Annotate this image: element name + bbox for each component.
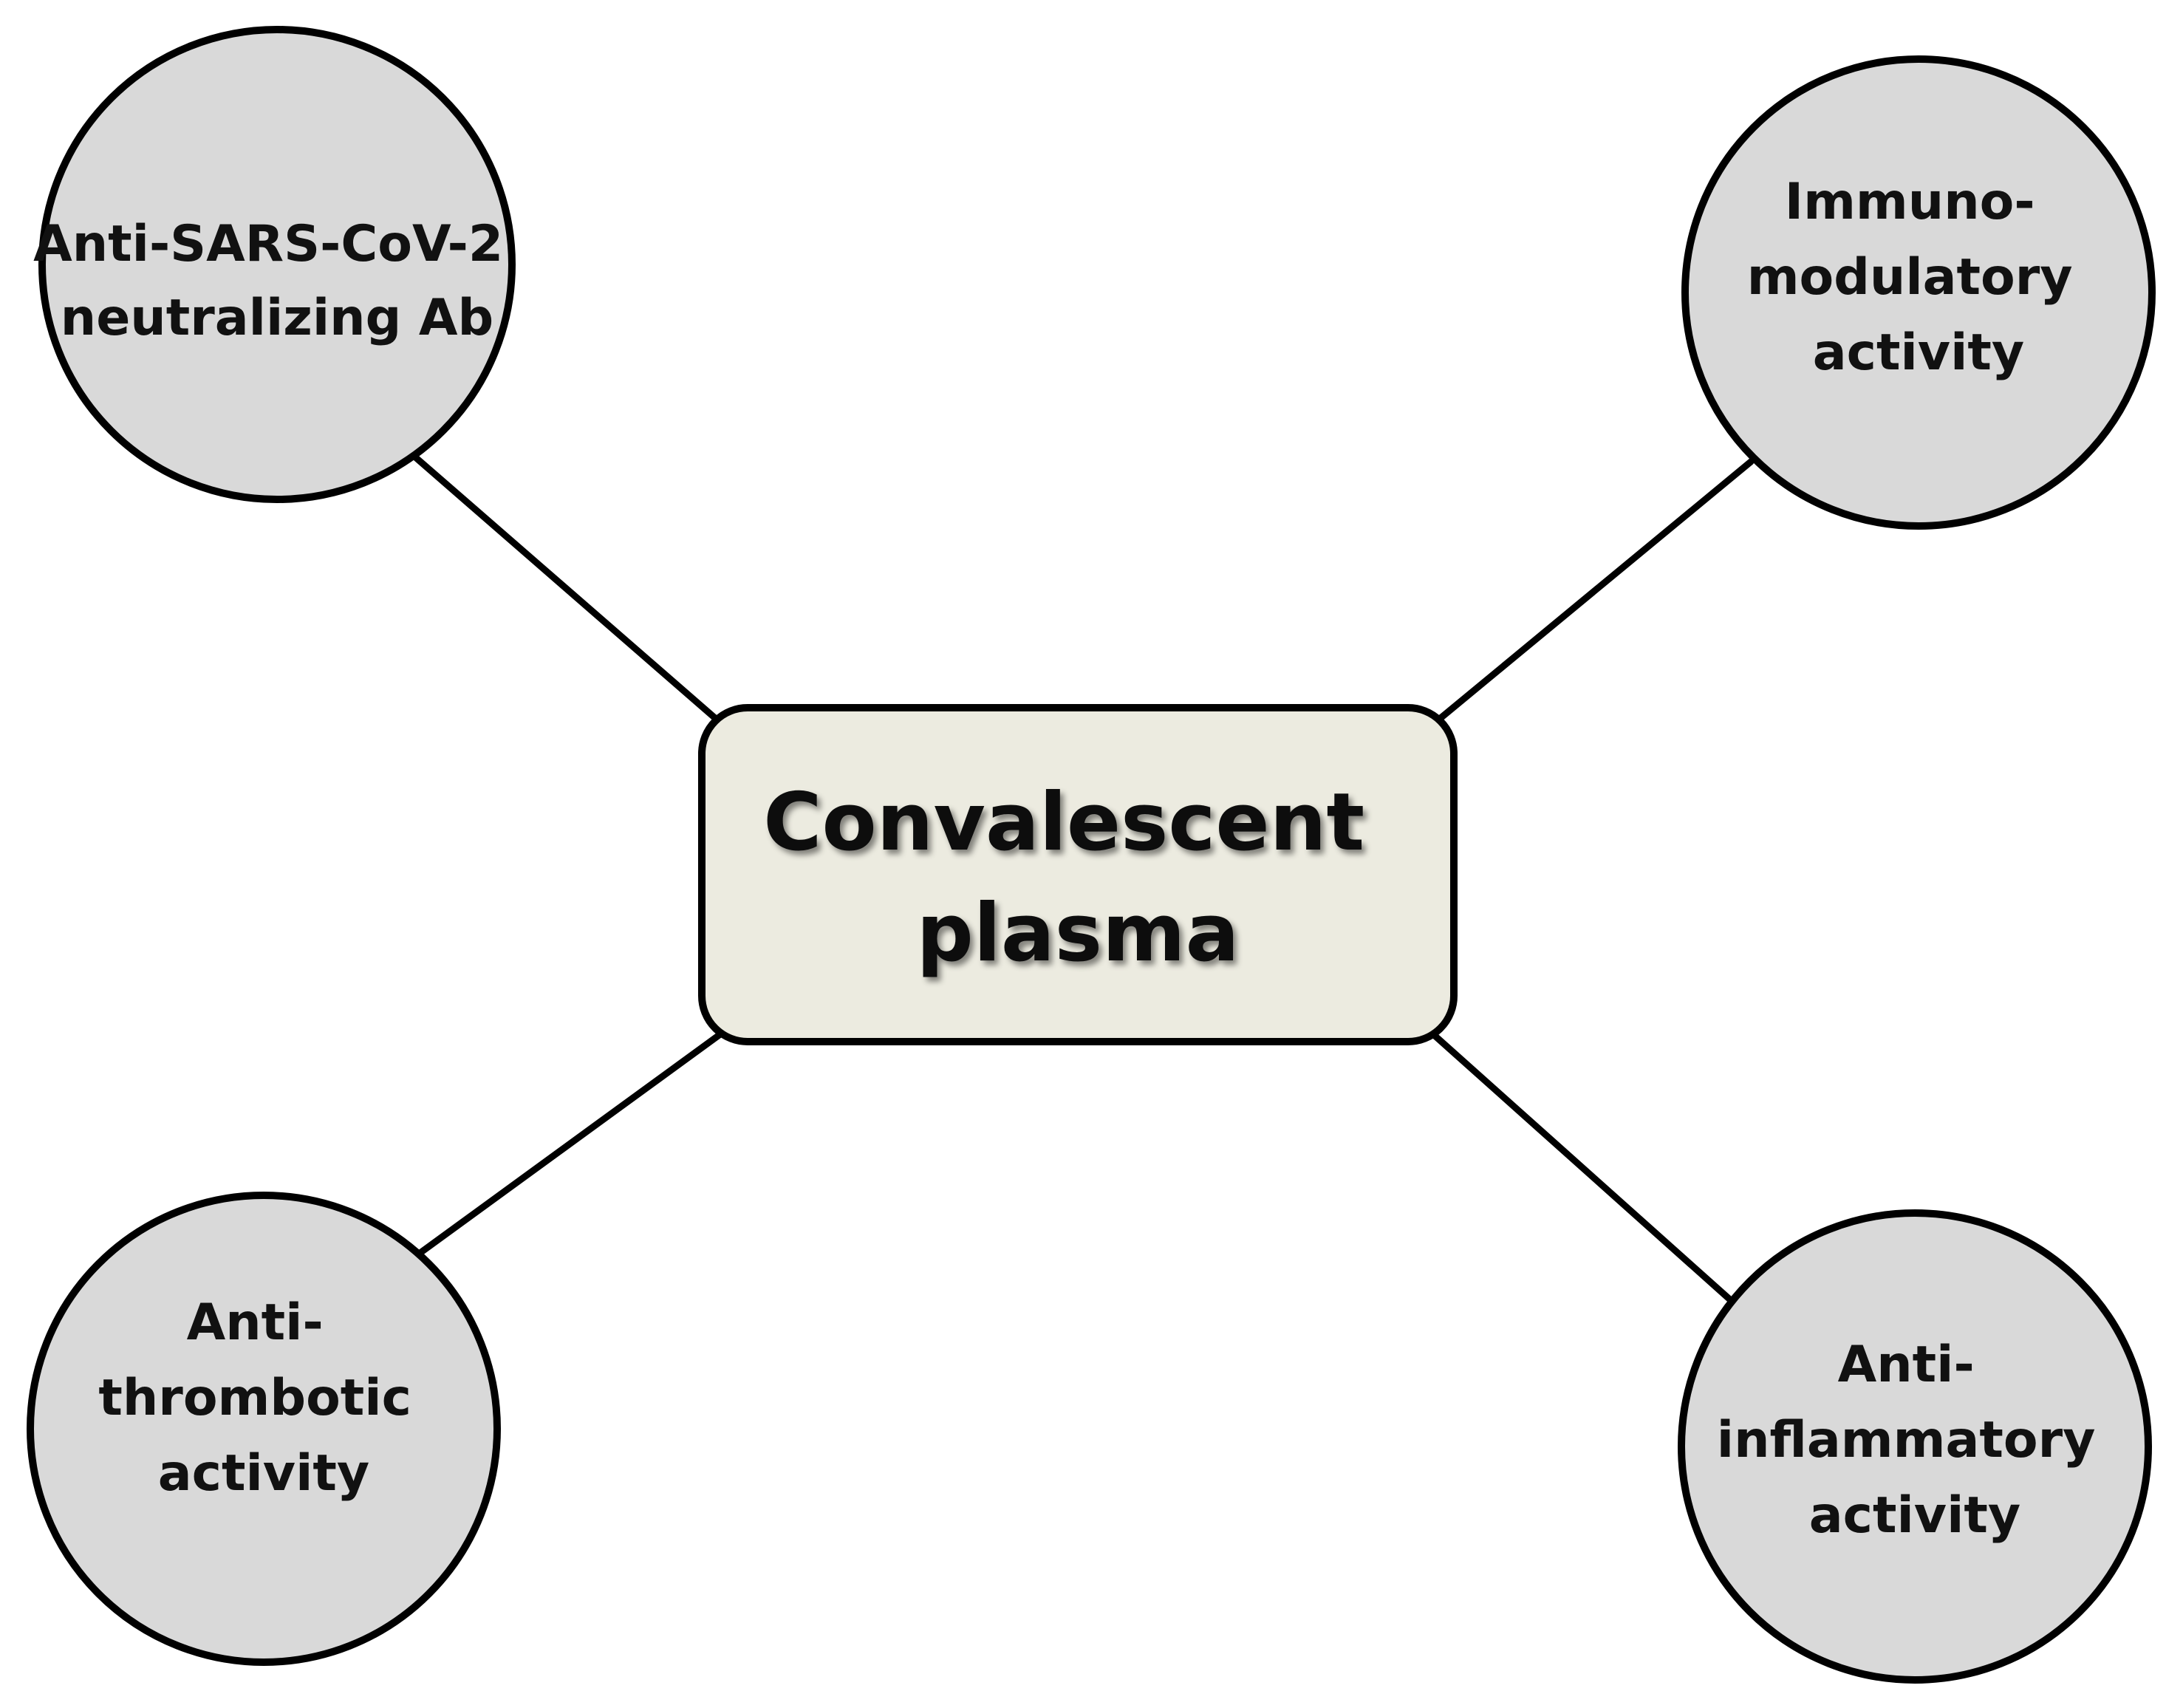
node-top-left-label: Anti-SARS-CoV-2 neutralizing Ab bbox=[33, 215, 521, 347]
center-label: Convalescent plasma bbox=[763, 776, 1393, 980]
center-line-2: plasma bbox=[917, 887, 1240, 980]
connector-top-right bbox=[1437, 458, 1755, 722]
node-top-right: Immuno- modulatory activity bbox=[1681, 55, 2156, 530]
node-bottom-left-line-1: Anti- bbox=[187, 1294, 324, 1352]
node-bottom-left-line-3: activity bbox=[158, 1444, 369, 1503]
node-bottom-right-label: Anti- inflammatory activity bbox=[1717, 1336, 2113, 1545]
node-bottom-left-line-2: thrombotic bbox=[98, 1369, 411, 1427]
node-top-right-line-2: modulatory bbox=[1747, 248, 2073, 307]
node-top-right-line-1: Immuno- bbox=[1785, 173, 2035, 231]
node-bottom-left-label: Anti- thrombotic activity bbox=[98, 1294, 428, 1503]
node-top-left: Anti-SARS-CoV-2 neutralizing Ab bbox=[33, 26, 521, 503]
node-top-left-line-2: neutralizing Ab bbox=[61, 289, 493, 347]
center-node: Convalescent plasma bbox=[698, 704, 1458, 1045]
node-bottom-right: Anti- inflammatory activity bbox=[1678, 1209, 2152, 1684]
node-top-right-line-3: activity bbox=[1813, 324, 2024, 382]
connector-top-left bbox=[410, 452, 719, 722]
node-bottom-right-line-3: activity bbox=[1809, 1486, 2020, 1545]
node-top-left-line-1: Anti-SARS-CoV-2 bbox=[33, 215, 503, 273]
node-bottom-right-line-2: inflammatory bbox=[1717, 1411, 2096, 1469]
node-top-right-label: Immuno- modulatory activity bbox=[1747, 173, 2091, 382]
center-line-1: Convalescent bbox=[763, 776, 1364, 869]
connector-bottom-left bbox=[417, 1031, 724, 1256]
node-bottom-right-line-1: Anti- bbox=[1838, 1336, 1975, 1394]
connector-bottom-right bbox=[1429, 1031, 1736, 1305]
node-bottom-left: Anti- thrombotic activity bbox=[27, 1192, 501, 1666]
